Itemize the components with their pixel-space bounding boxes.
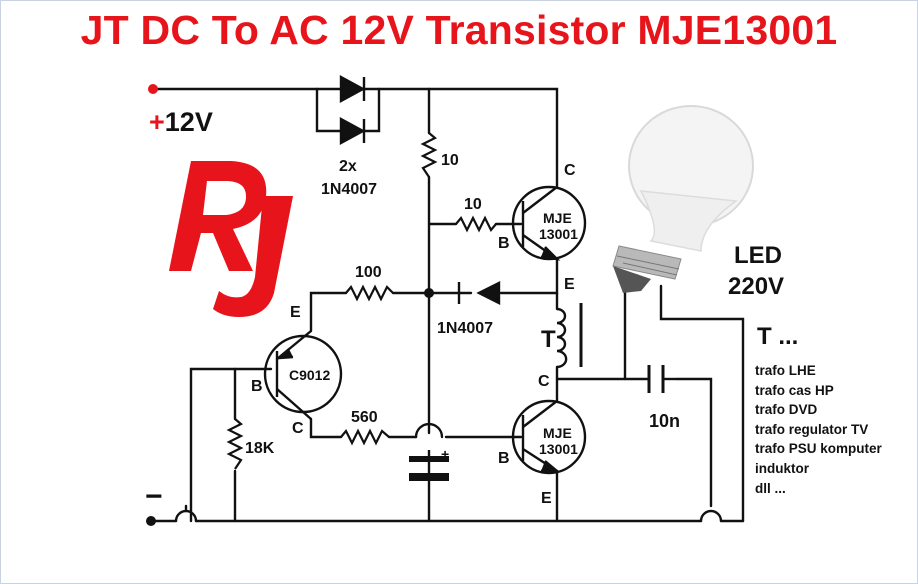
transformer-coil — [556, 303, 583, 369]
wire-positive-rail — [151, 87, 559, 163]
transistor-q-bottom — [511, 399, 587, 475]
q-pnp-base-label: B — [251, 378, 263, 395]
wire-collector-cap — [555, 377, 713, 508]
transistor-q-pnp — [263, 330, 343, 420]
resistor-10-base — [455, 215, 497, 233]
page-title: JT DC To AC 12V Transistor MJE13001 — [80, 7, 838, 53]
negative-supply-label: − — [145, 480, 163, 513]
wire-bulb — [623, 284, 745, 523]
resistor-top-label: 10 — [441, 152, 459, 169]
wire-hop-left — [174, 509, 198, 523]
q-top-part-line2: 13001 — [539, 226, 578, 242]
transformer-notes-list: trafo LHE trafo cas HP trafo DVD trafo r… — [755, 361, 882, 498]
diode-single-part: 1N4007 — [437, 320, 493, 337]
q-bottom-base-label: B — [498, 450, 510, 467]
notes-item: trafo LHE — [755, 363, 816, 378]
wire-pnp-base — [189, 367, 273, 523]
q-bottom-part-line1: MJE — [543, 425, 572, 441]
capacitor-electrolytic — [409, 450, 449, 481]
q-bottom-collector-label: C — [538, 373, 550, 390]
q-top-collector-label: C — [564, 162, 576, 179]
positive-supply-label: +12V — [149, 107, 213, 137]
q-top-part-line1: MJE — [543, 210, 572, 226]
diode-pair-part: 1N4007 — [321, 181, 377, 198]
load-label-line2: 220V — [728, 273, 784, 300]
rj-logo — [169, 161, 293, 317]
notes-item: trafo cas HP — [755, 382, 834, 398]
resistor-100-label: 100 — [355, 264, 382, 281]
notes-item: dll ... — [755, 480, 786, 496]
transistor-q-top — [511, 161, 587, 271]
notes-item: trafo PSU komputer — [755, 441, 882, 457]
q-bottom-part-line2: 13001 — [539, 441, 578, 457]
diode-d1 — [339, 74, 366, 104]
resistor-18k-label: 18K — [245, 440, 275, 457]
transformer-label: T — [541, 326, 556, 353]
q-top-emitter-label: E — [564, 276, 575, 293]
q-pnp-emitter-label: E — [290, 304, 301, 321]
q-bottom-emitter-label: E — [541, 490, 552, 507]
resistor-18k — [226, 418, 244, 470]
diode-pair-count: 2x — [339, 158, 357, 175]
notes-item: trafo regulator TV — [755, 421, 869, 437]
resistor-560-label: 560 — [351, 409, 378, 426]
wire-r100 — [309, 291, 431, 333]
resistor-base-label: 10 — [464, 196, 482, 213]
notes-item: trafo DVD — [755, 402, 818, 418]
q-pnp-collector-label: C — [292, 420, 304, 437]
resistor-560 — [340, 428, 390, 446]
q-pnp-part: C9012 — [289, 367, 330, 383]
capacitor-label: 10n — [649, 411, 680, 431]
led-bulb-image — [612, 105, 754, 293]
capacitor-10n — [647, 365, 665, 393]
wire-hop-mid — [414, 422, 444, 439]
wire-hop-right — [699, 509, 723, 523]
junction-node — [424, 288, 434, 298]
positive-terminal — [148, 84, 158, 94]
negative-terminal — [146, 516, 156, 526]
resistor-10-vertical — [420, 132, 438, 178]
load-label-line1: LED — [734, 242, 782, 269]
electrolytic-plus: + — [441, 446, 449, 462]
diode-d3 — [457, 281, 501, 305]
wire-r560 — [309, 417, 418, 439]
resistor-100 — [345, 284, 394, 302]
notes-item: induktor — [755, 460, 809, 476]
q-top-base-label: B — [498, 235, 510, 252]
diode-d2 — [339, 116, 366, 146]
notes-heading: T ... — [757, 323, 798, 350]
